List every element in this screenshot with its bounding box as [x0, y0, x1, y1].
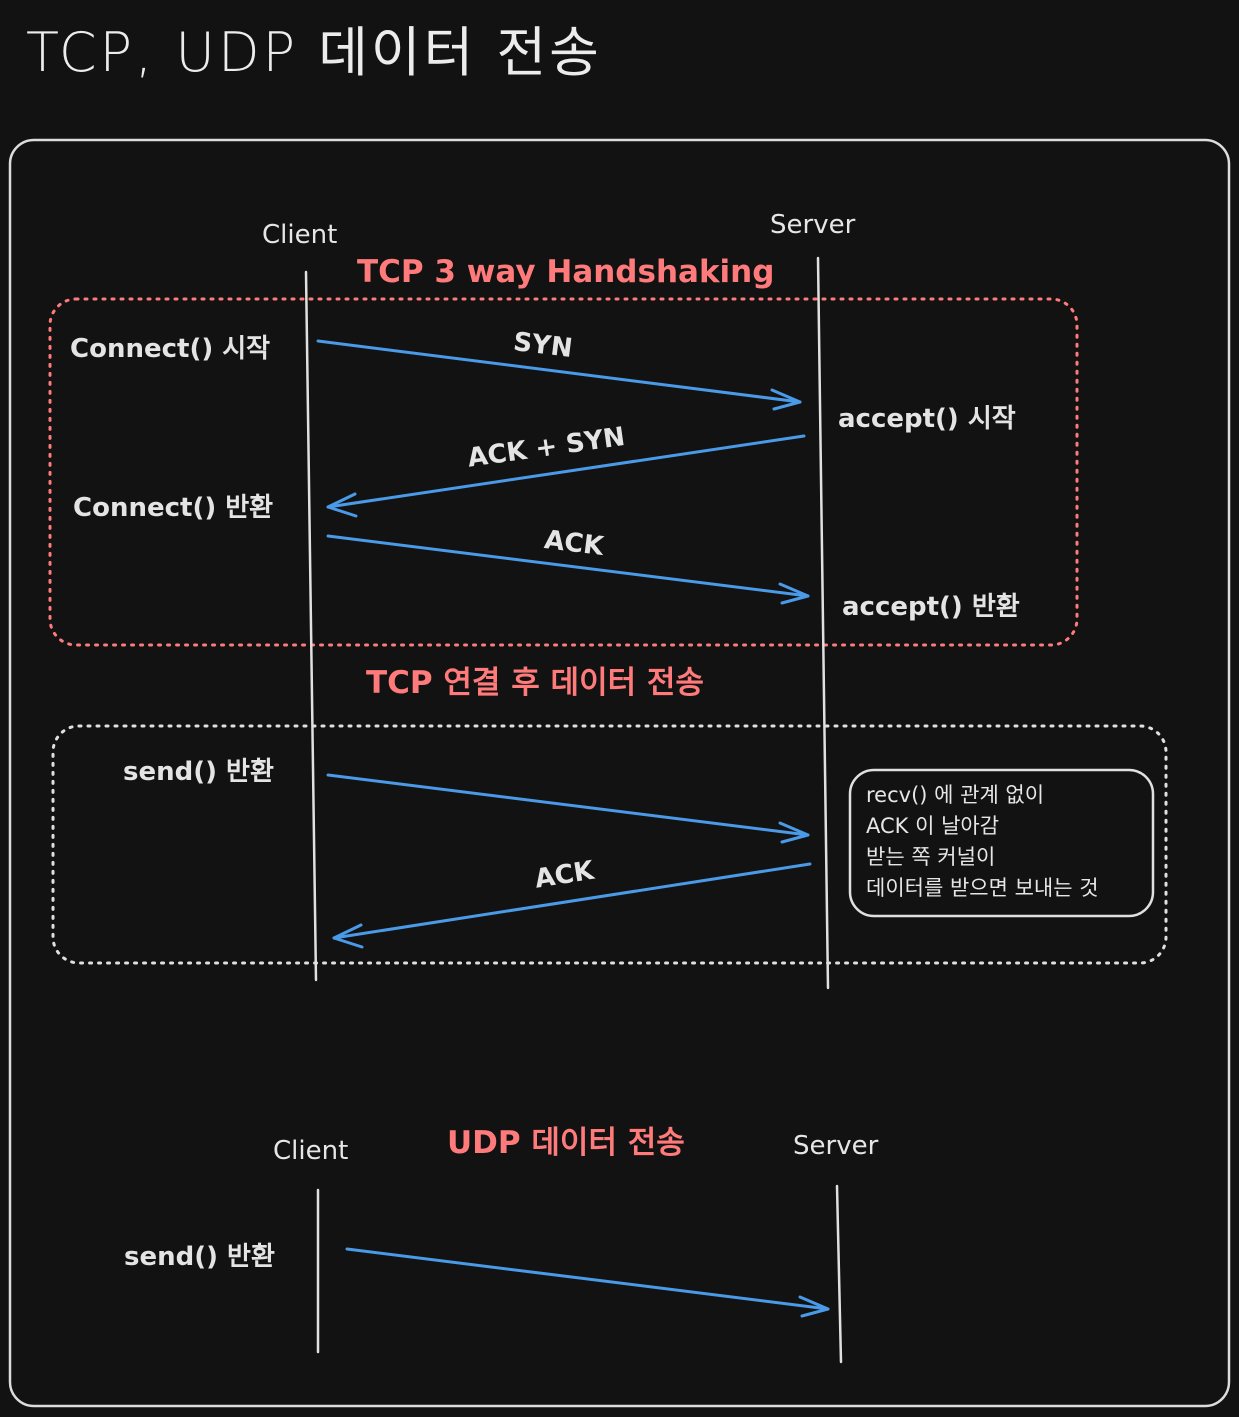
ack-syn-arrow [326, 434, 806, 518]
udp-title: UDP 데이터 전송 [447, 1125, 685, 1161]
udp-send-arrow [345, 1247, 830, 1318]
connect-start-label: Connect() 시작 [70, 334, 271, 364]
connect-return-label: Connect() 반환 [73, 493, 274, 523]
handshake-box [48, 297, 1079, 647]
udp-client-label: Client [273, 1136, 349, 1166]
note-box [848, 768, 1155, 918]
udp-send-return-label: send() 반환 [124, 1242, 275, 1272]
udp-server-lifeline [835, 1184, 843, 1364]
outer-frame [8, 138, 1231, 1408]
syn-arrow [316, 339, 802, 411]
syn-label: SYN [511, 327, 575, 365]
data-ack-arrow [332, 862, 812, 949]
tcp-client-lifeline [304, 270, 318, 982]
data-transfer-title: TCP 연결 후 데이터 전송 [366, 665, 704, 701]
note-line: ACK 이 날아감 [866, 814, 1000, 838]
tcp-client-label: Client [262, 220, 338, 250]
data-transfer-box [51, 724, 1168, 965]
ack-label: ACK [542, 525, 606, 563]
accept-return-label: accept() 반환 [842, 592, 1020, 622]
note-line: 받는 쪽 커널이 [866, 845, 996, 869]
note-line: recv() 에 관계 없이 [866, 783, 1045, 807]
tcp-server-lifeline [816, 256, 830, 990]
tcp-server-label: Server [770, 210, 856, 240]
ack-arrow [326, 534, 810, 605]
tcp-send-return-label: send() 반환 [123, 757, 274, 787]
note-text: recv() 에 관계 없이 ACK 이 날아감 받는 쪽 커널이 데이터를 받… [866, 780, 1156, 904]
accept-start-label: accept() 시작 [838, 404, 1016, 434]
data-send-arrow [326, 773, 810, 844]
handshake-title: TCP 3 way Handshaking [357, 254, 775, 290]
udp-server-label: Server [793, 1131, 879, 1161]
page-title: TCP, UDP 데이터 전송 [26, 21, 602, 84]
note-line: 데이터를 받으면 보내는 것 [866, 876, 1099, 900]
